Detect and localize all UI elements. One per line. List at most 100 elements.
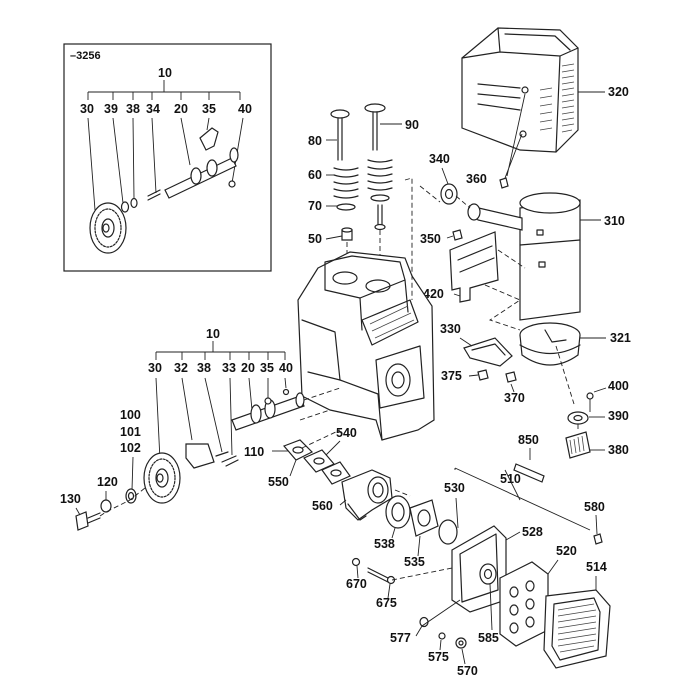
label-321: 321 <box>610 331 631 345</box>
label-50: 50 <box>308 232 322 246</box>
label-380: 380 <box>608 443 629 457</box>
label-350: 350 <box>420 232 441 246</box>
label-577: 577 <box>390 631 411 645</box>
leader-50 <box>325 235 343 240</box>
label-528: 528 <box>522 525 543 539</box>
pin-38 <box>215 451 229 457</box>
label-330: 330 <box>440 322 461 336</box>
inset-washer-38 <box>130 197 138 209</box>
label-514: 514 <box>586 560 607 574</box>
label-360: 360 <box>466 172 487 186</box>
main-bracket <box>155 341 286 360</box>
label-101: 101 <box>120 425 141 439</box>
leader-400 <box>593 387 607 393</box>
inset-group-label: 10 <box>158 66 172 80</box>
main-label-32: 32 <box>174 361 188 375</box>
washer-575 <box>438 632 446 640</box>
dash-675 <box>391 567 453 581</box>
leader-102 <box>131 456 134 491</box>
collar-390 <box>567 411 589 425</box>
main-pin-35 <box>264 397 272 405</box>
inset-label-34: 34 <box>146 102 160 116</box>
label-310: 310 <box>604 214 625 228</box>
main-label-30: 30 <box>148 361 162 375</box>
gasket-535 <box>409 499 439 537</box>
nut-350 <box>452 229 463 241</box>
inset-label-35: 35 <box>202 102 216 116</box>
shaft-end <box>295 392 305 408</box>
leader-filter-bracket <box>454 467 591 531</box>
leader-360-line <box>504 93 526 179</box>
leader-538 <box>391 527 396 539</box>
leader-675 <box>387 583 391 599</box>
label-120: 120 <box>97 475 118 489</box>
heat-shield-321 <box>519 322 581 366</box>
inset-lever-35 <box>199 127 219 151</box>
label-400: 400 <box>608 379 629 393</box>
label-550: 550 <box>268 475 289 489</box>
shaft-lobe-1 <box>250 404 262 424</box>
label-585: 585 <box>478 631 499 645</box>
label-80: 80 <box>308 134 322 148</box>
label-370: 370 <box>504 391 525 405</box>
shroud-cover-320 <box>461 27 579 153</box>
label-420: 420 <box>423 287 444 301</box>
label-580: 580 <box>584 500 605 514</box>
inset-label-30: 30 <box>80 102 94 116</box>
governor-32 <box>185 443 215 469</box>
valve-assembly <box>330 103 393 241</box>
inset-washer-39 <box>120 201 130 213</box>
bolt-375 <box>477 369 489 381</box>
dash-340 <box>455 195 471 209</box>
leader-375 <box>468 374 479 377</box>
leader-420 <box>453 293 461 297</box>
label-510: 510 <box>500 472 521 486</box>
rod-850 <box>513 463 545 483</box>
dash-muffler-mount <box>484 249 526 331</box>
gasket-550 <box>282 439 314 461</box>
label-538: 538 <box>374 537 395 551</box>
inset-label-20: 20 <box>174 102 188 116</box>
leader-350 <box>446 235 454 239</box>
label-375: 375 <box>441 369 462 383</box>
leader-670 <box>356 565 359 579</box>
leader-577 <box>415 599 461 637</box>
gasket-540 <box>303 449 351 485</box>
label-850: 850 <box>518 433 539 447</box>
dash-intake <box>301 429 411 497</box>
label-670: 670 <box>346 577 367 591</box>
label-90: 90 <box>405 118 419 132</box>
main-label-33: 33 <box>222 361 236 375</box>
leader-330 <box>459 337 473 347</box>
pin-400 <box>586 392 594 400</box>
label-130: 130 <box>60 492 81 506</box>
leader-550 <box>289 459 297 477</box>
leader-575 <box>439 639 442 651</box>
inset-box: –3256 10 30 39 38 34 20 35 40 <box>63 43 272 272</box>
main-label-35: 35 <box>260 361 274 375</box>
dash-shaft <box>299 387 341 421</box>
knob-380 <box>565 431 591 459</box>
inset-label-40: 40 <box>238 102 252 116</box>
carburetor-560 <box>341 469 393 521</box>
main-pin-40 <box>282 388 290 396</box>
leader-580 <box>595 514 598 535</box>
screw-360 <box>499 177 509 189</box>
leader-560 <box>339 499 347 506</box>
label-540: 540 <box>336 426 357 440</box>
engine-block <box>297 251 435 441</box>
inset-bracket <box>87 80 241 100</box>
label-520: 520 <box>556 544 577 558</box>
inset-shaft <box>164 147 239 199</box>
leader-528 <box>505 531 521 541</box>
leader-370 <box>510 383 515 393</box>
inset-frame <box>63 43 272 272</box>
washer-100 <box>125 488 137 504</box>
main-label-38: 38 <box>197 361 211 375</box>
label-530: 530 <box>444 481 465 495</box>
main-group-label: 10 <box>206 327 220 341</box>
label-102: 102 <box>120 441 141 455</box>
screw-580 <box>593 533 603 545</box>
main-label-40: 40 <box>279 361 293 375</box>
